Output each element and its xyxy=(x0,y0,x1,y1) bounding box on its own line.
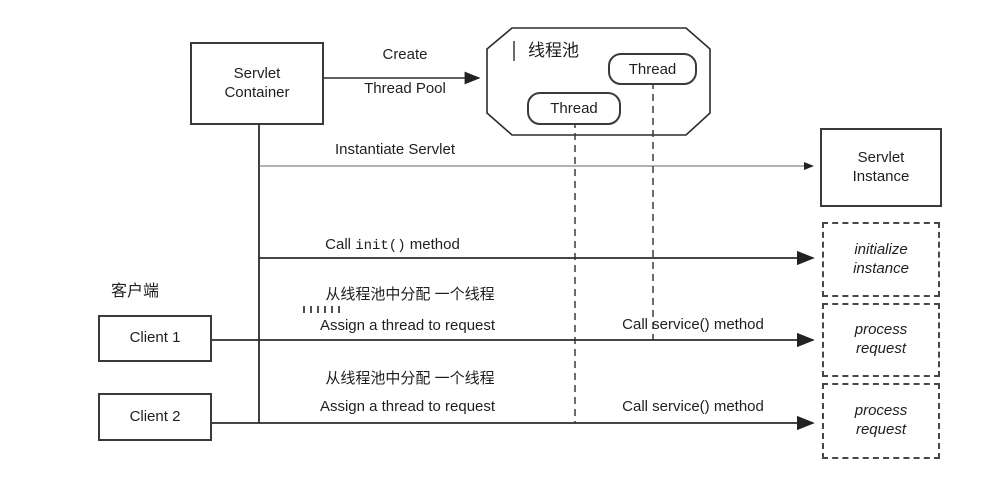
create-label: Create xyxy=(382,46,428,63)
client2-box: Client 2 xyxy=(98,393,212,441)
assign-en-label-1: Assign a thread to request xyxy=(319,317,496,334)
client1-box: Client 1 xyxy=(98,315,212,362)
assign-cn-label-1: 从线程池中分配 一个线程 xyxy=(325,286,495,303)
clients-cn-label: 客户端 xyxy=(110,283,159,300)
servlet-instance-box: Servlet Instance xyxy=(820,128,942,207)
call-service-label-1: Call service() method xyxy=(622,316,764,333)
initialize-instance-box: initialize instance xyxy=(822,222,940,297)
clipped-text-fragment xyxy=(303,306,343,313)
instantiate-label: Instantiate Servlet xyxy=(334,141,456,158)
thread-node-top: Thread xyxy=(608,53,697,85)
process-request-box-2: process request xyxy=(822,383,940,459)
thread-pool-title: 线程池 xyxy=(528,41,579,60)
thread-node-bottom: Thread xyxy=(527,92,621,125)
init-label-code: init() xyxy=(355,238,406,254)
process-request-box-1: process request xyxy=(822,303,940,377)
assign-cn-label-2: 从线程池中分配 一个线程 xyxy=(325,370,495,387)
thread-pool-octagon xyxy=(486,27,711,136)
init-label-post: method xyxy=(405,236,460,253)
assign-en-label-2: Assign a thread to request xyxy=(319,398,496,415)
thread-pool-arrow-label: Thread Pool xyxy=(364,80,446,97)
servlet-container-box: Servlet Container xyxy=(190,42,324,125)
init-label: Call init() method xyxy=(295,236,490,255)
init-label-pre: Call xyxy=(325,236,356,253)
call-service-label-2: Call service() method xyxy=(622,398,764,415)
